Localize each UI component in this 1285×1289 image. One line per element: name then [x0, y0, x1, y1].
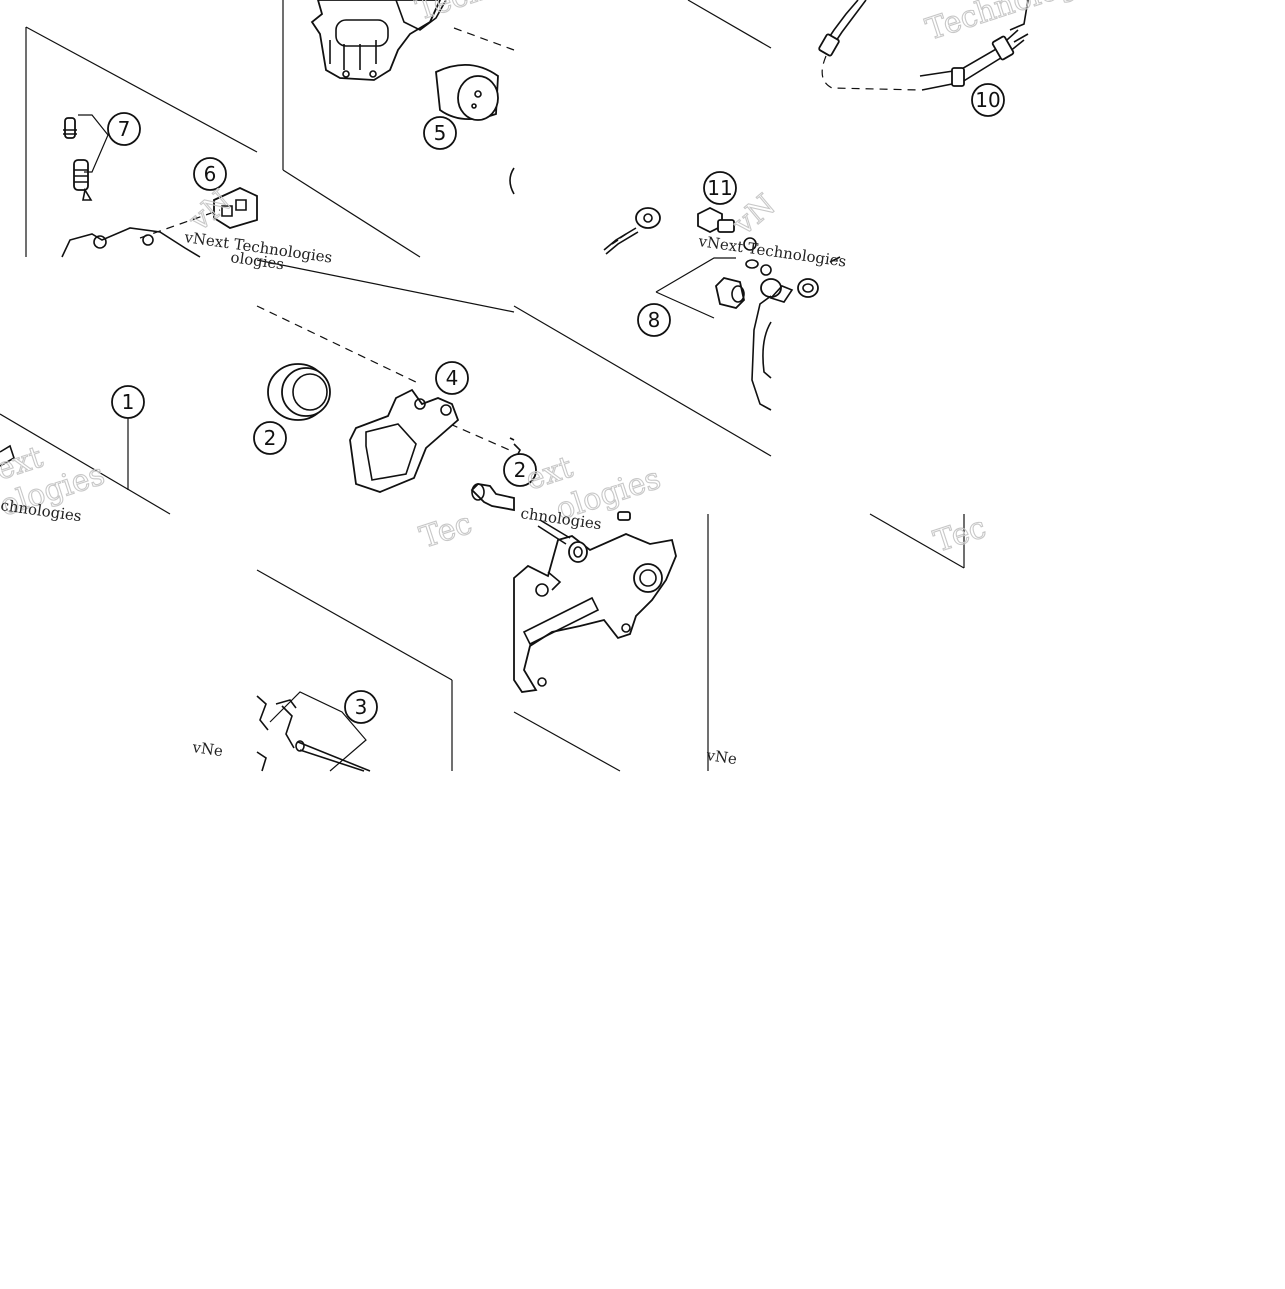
- caliper-housing-part: [310, 0, 447, 81]
- watermark-small: vNe: [190, 738, 224, 760]
- callout-7: 7: [107, 112, 141, 146]
- bleed-screw-part: [63, 117, 93, 201]
- tile-mid-right: [513, 257, 782, 463]
- part-fragment: [0, 444, 15, 467]
- watermark-small: vNext Technologies: [696, 232, 847, 271]
- tile-top-center: [282, 0, 515, 258]
- piston-part: [435, 63, 499, 121]
- panel-edge: [687, 0, 772, 49]
- ring-fragment: [509, 167, 515, 195]
- dash-axis: [453, 27, 515, 51]
- pin-clip-part: [256, 695, 371, 772]
- callout-2: 2: [253, 421, 287, 455]
- svg-text:2: 2: [264, 426, 277, 450]
- leader-line: [655, 257, 736, 319]
- brake-pad-part: [349, 388, 460, 493]
- caliper-body-fragment: [61, 227, 201, 258]
- callout-11: 11: [703, 171, 737, 205]
- svg-text:6: 6: [204, 162, 217, 186]
- watermark-text: Tec: [416, 506, 477, 555]
- tile-bottom-right: [513, 511, 709, 772]
- tile-mid-left: [0, 413, 171, 515]
- panel-edge: [282, 169, 421, 258]
- callout-2-second: 2: [503, 453, 537, 487]
- svg-text:7: 7: [118, 117, 131, 141]
- banjo-fitting-part: [603, 207, 661, 255]
- brake-hose-part-10: [818, 0, 1029, 91]
- watermark-text: Techno: [412, 0, 526, 28]
- svg-text:5: 5: [434, 121, 447, 145]
- panel-edge: [25, 26, 258, 153]
- panel-edge: [513, 305, 772, 457]
- part-fragment: [829, 256, 841, 263]
- master-cylinder-fragment: [745, 259, 772, 411]
- panel-edge: [513, 711, 621, 772]
- panel-edge: [256, 259, 515, 313]
- svg-text:4: 4: [446, 366, 459, 390]
- callout-1: 1: [111, 385, 145, 419]
- dash-axis: [449, 423, 515, 453]
- tile-top-left: [25, 26, 258, 258]
- svg-text:8: 8: [648, 308, 661, 332]
- svg-text:2: 2: [514, 458, 527, 482]
- callout-10: 10: [971, 83, 1005, 117]
- watermark-text: Tec: [930, 510, 991, 559]
- part-fragment: [509, 437, 515, 441]
- panel-edge: [869, 513, 965, 569]
- panel-edge: [0, 413, 171, 515]
- seal-ring-part: [267, 363, 331, 421]
- svg-text:11: 11: [707, 176, 732, 200]
- watermark-small: vNe: [704, 746, 738, 768]
- svg-text:10: 10: [975, 88, 1000, 112]
- tile-right-middle: [769, 256, 841, 303]
- svg-text:3: 3: [355, 695, 368, 719]
- tile-right-panel-corner: [869, 513, 965, 569]
- callout-6: 6: [193, 157, 227, 191]
- callout-8: 8: [637, 303, 671, 337]
- tile-top-right: [603, 0, 772, 255]
- tile-brake-hose: [818, 0, 1029, 91]
- dash-axis: [139, 209, 221, 239]
- banjo-bolt-part: [697, 206, 757, 251]
- slide-pin-part: [470, 483, 515, 512]
- tile-bottom-center: [256, 569, 453, 772]
- leader-line: [269, 691, 367, 772]
- leader-line: [78, 114, 109, 173]
- pad-spring-part: [213, 187, 258, 229]
- o-ring-part: [797, 278, 819, 298]
- part-fragment: [769, 285, 794, 303]
- seal-kit-part: [715, 277, 782, 309]
- tile-center: [256, 259, 515, 512]
- watermarks: Technologies Techno ext ologies Tec ext …: [0, 0, 1122, 768]
- caliper-bracket-part: [513, 533, 677, 693]
- dash-axis: [256, 305, 421, 385]
- pin-part: [537, 511, 631, 591]
- callout-4: 4: [435, 361, 469, 395]
- callout-5: 5: [423, 116, 457, 150]
- callout-3: 3: [344, 690, 378, 724]
- svg-text:1: 1: [122, 390, 135, 414]
- panel-edge: [256, 569, 453, 681]
- watermark-text: Technologies: [922, 0, 1122, 48]
